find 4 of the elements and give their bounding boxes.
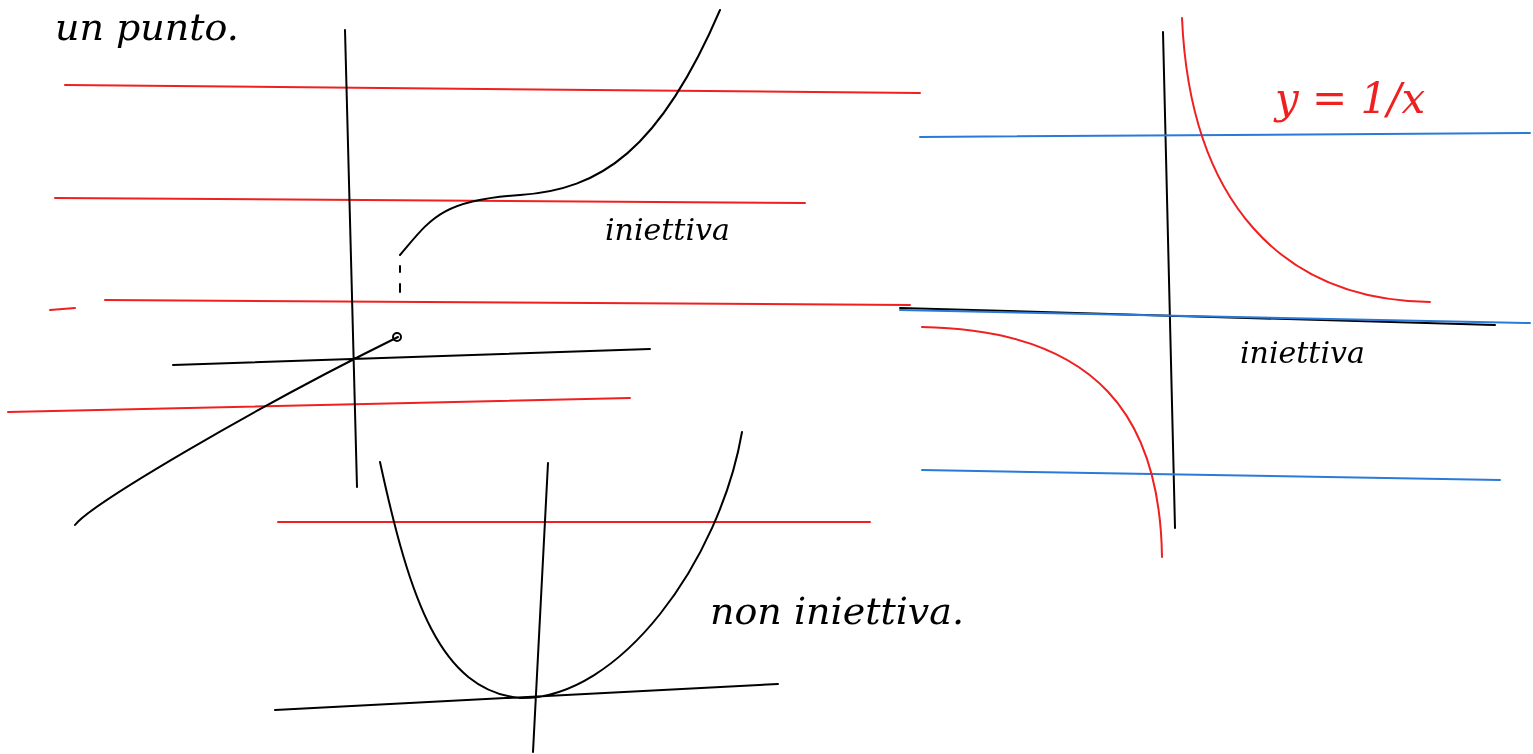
note-text: un punto. — [55, 8, 239, 46]
graph-label: iniettiva — [605, 215, 730, 245]
graph-label: iniettiva — [1240, 338, 1365, 368]
graph-label: non iniettiva. — [710, 592, 965, 630]
